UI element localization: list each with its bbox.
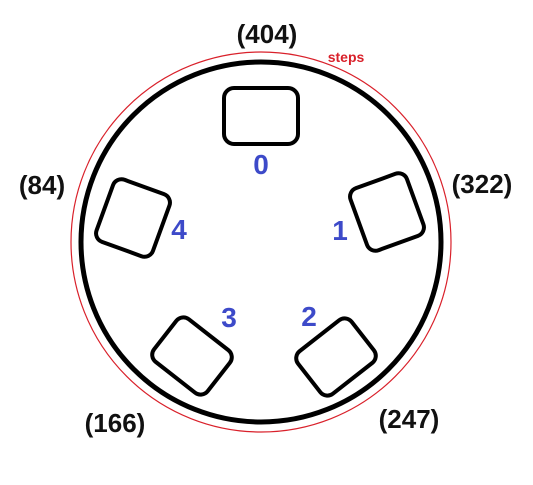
slot-3 — [150, 315, 234, 397]
steps-caption: steps — [328, 49, 365, 65]
wheel-outline — [78, 59, 444, 425]
slot-3-steps: (166) — [85, 408, 146, 438]
steps-ring — [70, 51, 452, 433]
slot-4 — [94, 177, 172, 259]
slot-2-pocket — [294, 316, 378, 398]
slot-1-index: 1 — [332, 215, 348, 246]
slot-2-steps: (247) — [379, 404, 440, 434]
slot-4-index: 4 — [171, 214, 187, 245]
slot-0-pocket — [222, 86, 300, 146]
slot-4-pocket — [94, 177, 172, 259]
slot-1-steps: (322) — [452, 169, 513, 199]
slot-4-steps: (84) — [19, 170, 65, 200]
slot-3-pocket — [150, 315, 234, 397]
slot-1 — [348, 171, 426, 253]
slot-2-index: 2 — [301, 301, 317, 332]
slot-0-index: 0 — [253, 149, 269, 180]
slot-0 — [222, 86, 300, 146]
slot-2 — [294, 316, 378, 398]
slot-3-index: 3 — [221, 302, 237, 333]
slot-1-pocket — [348, 171, 426, 253]
slot-0-steps: (404) — [237, 19, 298, 49]
